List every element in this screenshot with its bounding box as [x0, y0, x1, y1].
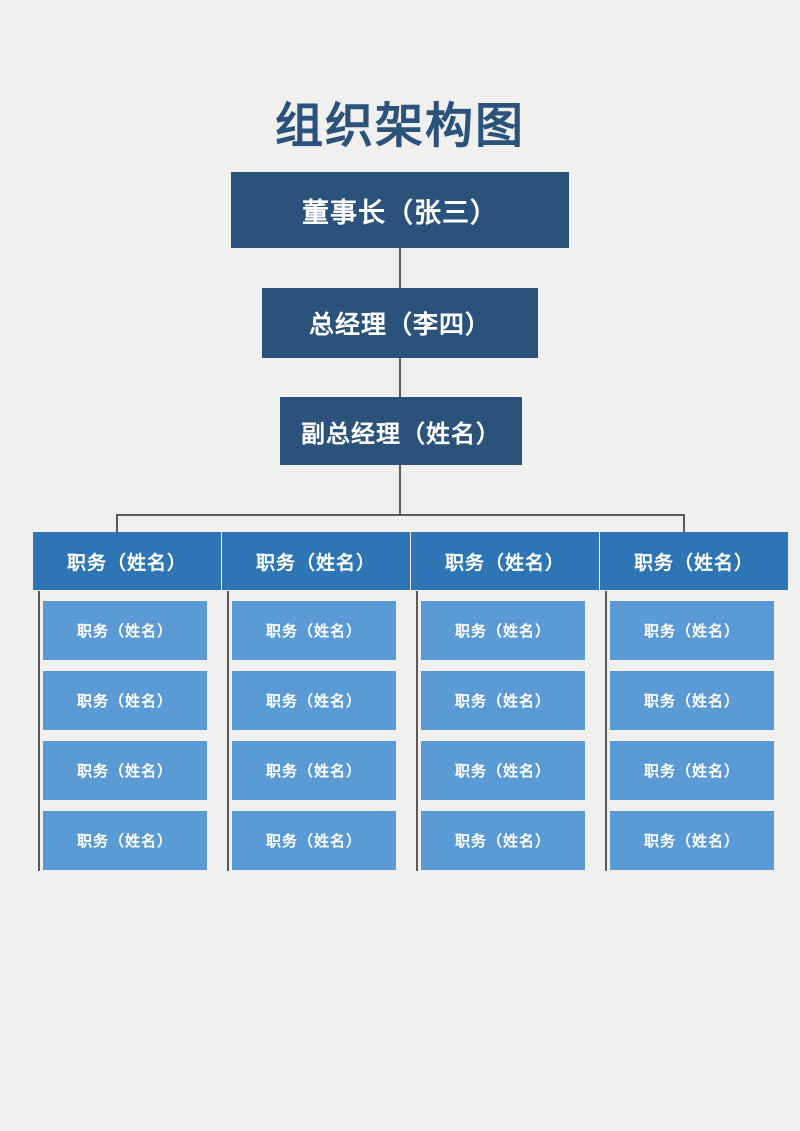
page-title: 组织架构图	[274, 100, 525, 153]
org-node-dept-head: 职务（姓名）	[222, 532, 410, 590]
org-node-member: 职务（姓名）	[43, 741, 207, 800]
org-node-member: 职务（姓名）	[232, 741, 396, 800]
connector-drop-left	[116, 514, 118, 532]
connector-horizontal	[116, 514, 685, 516]
org-node-member: 职务（姓名）	[610, 811, 774, 870]
org-node-member: 职务（姓名）	[421, 671, 585, 730]
department-column: 职务（姓名） 职务（姓名） 职务（姓名） 职务（姓名） 职务（姓名）	[222, 532, 410, 872]
org-node-general-manager: 总经理（李四）	[262, 288, 538, 358]
department-column: 职务（姓名） 职务（姓名） 职务（姓名） 职务（姓名） 职务（姓名）	[33, 532, 221, 872]
org-node-deputy-general-manager: 副总经理（姓名）	[280, 397, 522, 465]
column-spine-line	[38, 591, 40, 871]
org-node-dept-head: 职务（姓名）	[411, 532, 599, 590]
org-node-member: 职务（姓名）	[610, 671, 774, 730]
org-node-dept-head: 职务（姓名）	[33, 532, 221, 590]
column-spine-line	[227, 591, 229, 871]
org-node-member: 职务（姓名）	[232, 671, 396, 730]
org-node-member: 职务（姓名）	[43, 601, 207, 660]
org-node-member: 职务（姓名）	[43, 811, 207, 870]
org-node-dept-head: 职务（姓名）	[600, 532, 788, 590]
connector-vertical	[399, 248, 401, 288]
column-spine-line	[605, 591, 607, 871]
org-node-member: 职务（姓名）	[43, 671, 207, 730]
org-node-member: 职务（姓名）	[421, 741, 585, 800]
org-node-member: 职务（姓名）	[232, 811, 396, 870]
org-node-member: 职务（姓名）	[610, 601, 774, 660]
department-column: 职务（姓名） 职务（姓名） 职务（姓名） 职务（姓名） 职务（姓名）	[600, 532, 788, 872]
connector-vertical	[399, 464, 401, 514]
department-column: 职务（姓名） 职务（姓名） 职务（姓名） 职务（姓名） 职务（姓名）	[411, 532, 599, 872]
connector-vertical	[399, 358, 401, 397]
org-node-chairman: 董事长（张三）	[231, 172, 569, 248]
org-node-member: 职务（姓名）	[232, 601, 396, 660]
column-spine-line	[416, 591, 418, 871]
org-node-member: 职务（姓名）	[610, 741, 774, 800]
org-node-member: 职务（姓名）	[421, 811, 585, 870]
org-node-member: 职务（姓名）	[421, 601, 585, 660]
connector-drop-right	[683, 514, 685, 532]
